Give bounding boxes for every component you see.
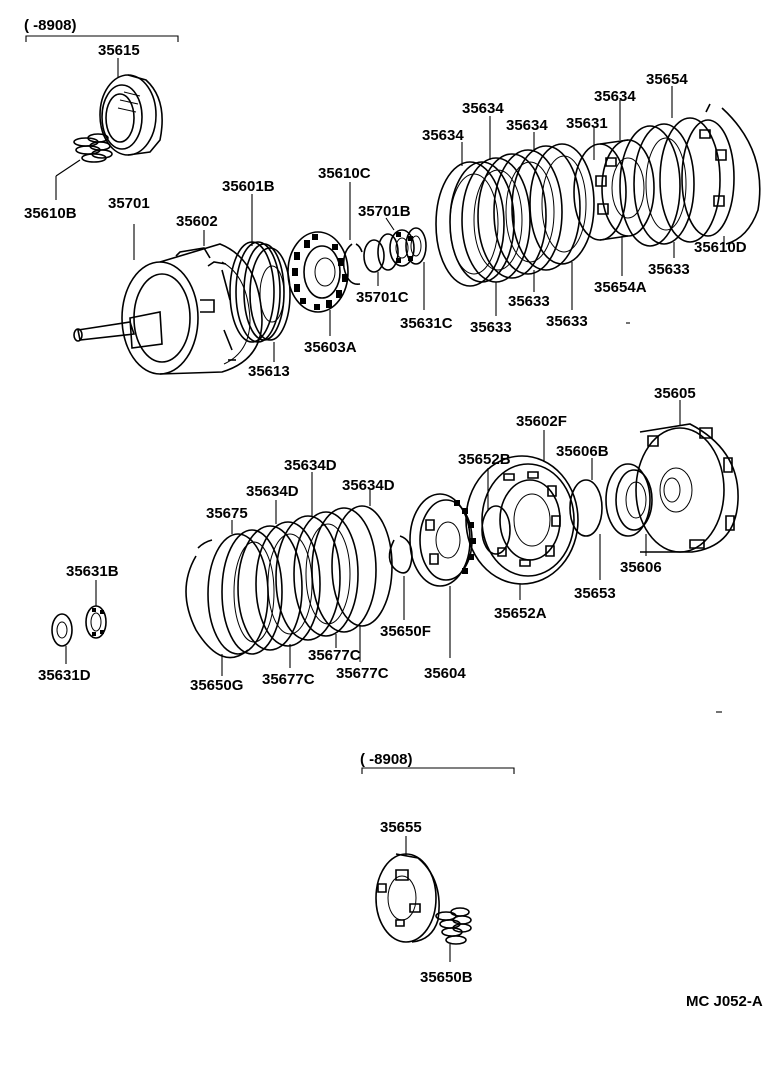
label-35701: 35701 <box>108 195 150 212</box>
bearing-35701B-drawing <box>363 227 427 273</box>
label-35610D: 35610D <box>694 239 747 256</box>
label-35606: 35606 <box>620 559 662 576</box>
label-35615: 35615 <box>98 42 140 59</box>
label-35602F: 35602F <box>516 413 567 430</box>
label-35675: 35675 <box>206 505 248 522</box>
label-35631: 35631 <box>566 115 608 132</box>
label-35701B: 35701B <box>358 203 411 220</box>
drum-35701-drawing <box>73 243 263 375</box>
label-35602: 35602 <box>176 213 218 230</box>
label-35633-2: 35633 <box>508 293 550 310</box>
housing-35605-drawing <box>635 423 739 553</box>
label-35631B: 35631B <box>66 563 119 580</box>
part-35655-drawing <box>375 853 440 943</box>
springs-35610B-drawing <box>73 133 113 163</box>
label-35652A: 35652A <box>494 605 547 622</box>
label-35650B: 35650B <box>420 969 473 986</box>
label-35633-1: 35633 <box>470 319 512 336</box>
part-35615-drawing <box>99 74 163 156</box>
label-35634-1: 35634 <box>422 127 464 144</box>
label-35610B: 35610B <box>24 205 77 222</box>
label-35654A: 35654A <box>594 279 647 296</box>
clutch-35603A-drawing <box>287 231 349 313</box>
label-35654: 35654 <box>646 71 688 88</box>
bottom-range-bracket: ( -8908) <box>360 751 515 774</box>
hub-35654A-drawing <box>573 139 655 241</box>
label-35653: 35653 <box>574 585 616 602</box>
label-35613: 35613 <box>248 363 290 380</box>
top-range-bracket: ( -8908) <box>24 17 179 42</box>
plates-35654-drawing <box>619 103 761 247</box>
label-35634D-2: 35634D <box>284 457 337 474</box>
top-range-label: ( -8908) <box>24 17 77 34</box>
label-35610C: 35610C <box>318 165 371 182</box>
clutch-pack-top-drawing <box>435 143 595 287</box>
label-35650F: 35650F <box>380 623 431 640</box>
label-35634-4: 35634 <box>594 88 636 105</box>
snapring-35650F-drawing <box>388 535 413 574</box>
bottom-range-label: ( -8908) <box>360 751 413 768</box>
label-35701C: 35701C <box>356 289 409 306</box>
label-35631C: 35631C <box>400 315 453 332</box>
springs-35650B-drawing <box>435 907 472 945</box>
label-35652B: 35652B <box>458 451 511 468</box>
label-35634-2: 35634 <box>462 100 504 117</box>
label-35650G: 35650G <box>190 677 243 694</box>
label-35631D: 35631D <box>38 667 91 684</box>
label-35633-3: 35633 <box>546 313 588 330</box>
label-35605: 35605 <box>654 385 696 402</box>
clutch-pack-bottom-drawing <box>185 505 393 659</box>
label-35634D-1: 35634D <box>246 483 299 500</box>
label-35655: 35655 <box>380 819 422 836</box>
diagram-code: MC J052-A <box>686 993 763 1010</box>
label-35677C-2: 35677C <box>308 647 361 664</box>
label-35634-3: 35634 <box>506 117 548 134</box>
label-35601B: 35601B <box>222 178 275 195</box>
label-35677C-1: 35677C <box>262 671 315 688</box>
label-35677C-3: 35677C <box>336 665 389 682</box>
bearing-35631B-drawing <box>51 605 107 647</box>
label-35633-4: 35633 <box>648 261 690 278</box>
label-35634D-3: 35634D <box>342 477 395 494</box>
snapring-35610C-drawing <box>342 243 363 285</box>
label-35604: 35604 <box>424 665 466 682</box>
seal-35606-drawing <box>569 463 653 537</box>
label-35603A: 35603A <box>304 339 357 356</box>
gear-35604-drawing <box>409 493 476 587</box>
drum-35602F-drawing <box>465 455 579 585</box>
label-35606B: 35606B <box>556 443 609 460</box>
